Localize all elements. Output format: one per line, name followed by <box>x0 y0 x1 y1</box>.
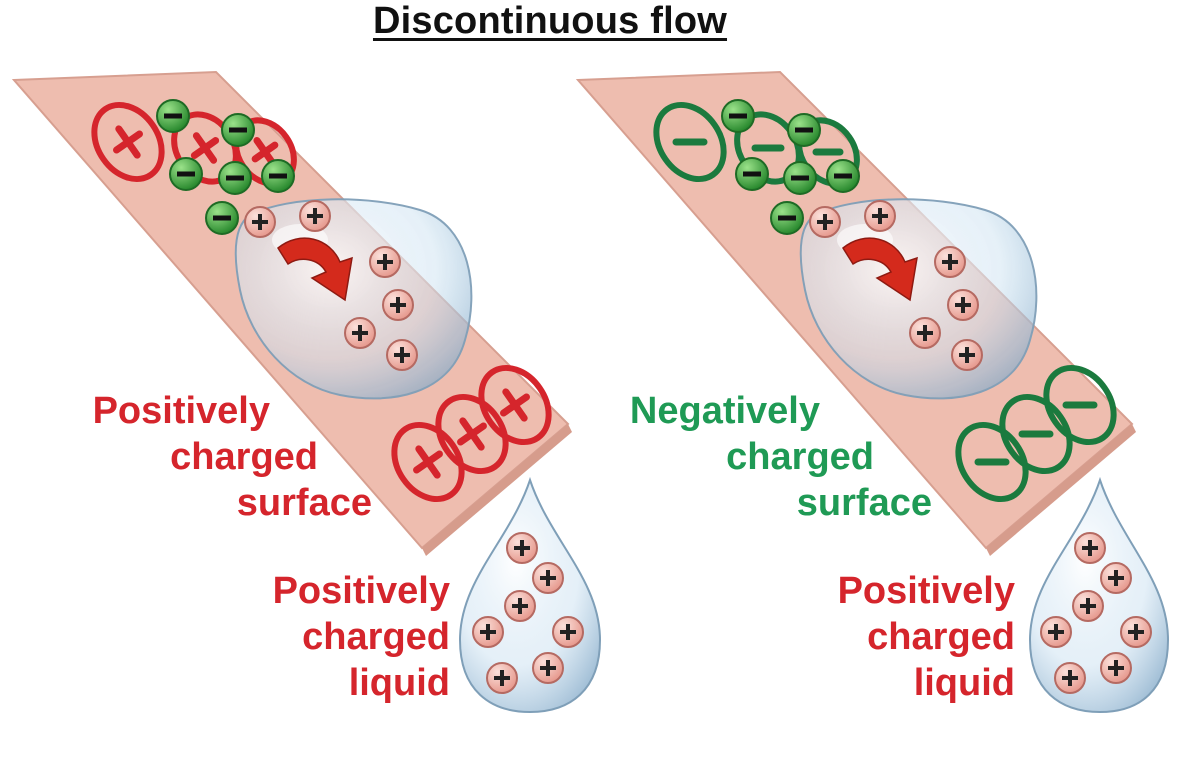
plus-charge-icon <box>506 532 538 564</box>
plus-charge-icon <box>809 206 841 238</box>
label-line: Positively <box>837 570 1015 612</box>
positive-ions-drop-right <box>809 200 983 371</box>
surface-minus-charge <box>999 393 1073 475</box>
surface-minus-charge <box>653 101 727 183</box>
minus-charge-icon <box>169 157 203 191</box>
plus-charge-icon <box>244 206 276 238</box>
label-line: liquid <box>913 662 1015 704</box>
surface-plus-charge <box>478 364 552 446</box>
surface-edge <box>986 424 1136 556</box>
positive-ions-drop-left <box>244 200 418 371</box>
label-line: Positively <box>272 570 450 612</box>
label-line: charged <box>726 436 874 478</box>
plus-charge-icon <box>532 652 564 684</box>
plus-charge-icon <box>934 246 966 278</box>
plus-charge-icon <box>344 317 376 349</box>
label-line: charged <box>867 616 1015 658</box>
plus-charge-icon <box>472 616 504 648</box>
surface-minus-charge <box>1043 364 1117 446</box>
panel-left <box>11 70 602 714</box>
surface-label-right: Negatively charged surface <box>600 388 940 526</box>
falling-droplet-icon <box>458 476 602 714</box>
surface-edge <box>422 424 572 556</box>
plus-charge-icon <box>1054 662 1086 694</box>
label-line: surface <box>236 482 372 524</box>
minus-charge-icon <box>735 157 769 191</box>
flow-arrow-icon <box>842 237 918 302</box>
minus-charge-icon <box>826 159 860 193</box>
plus-charge-icon <box>486 662 518 694</box>
label-line: Negatively <box>629 390 820 432</box>
diagram-title: Discontinuous flow <box>372 0 728 42</box>
plus-charge-icon <box>1072 590 1104 622</box>
negative-ions-right <box>721 99 860 235</box>
liquid-label-left: Positively charged liquid <box>150 568 450 706</box>
label-line: charged <box>170 436 318 478</box>
plus-charge-icon <box>552 616 584 648</box>
plus-charge-icon <box>1074 532 1106 564</box>
plus-charge-icon <box>1040 616 1072 648</box>
plus-charge-icon <box>951 339 983 371</box>
minus-charge-icon <box>205 201 239 235</box>
plus-charge-icon <box>1100 562 1132 594</box>
liquid-label-right: Positively charged liquid <box>715 568 1015 706</box>
plus-charge-icon <box>504 590 536 622</box>
plus-charge-icon <box>369 246 401 278</box>
surface-plus-charge <box>91 101 165 183</box>
label-line: Positively <box>92 390 270 432</box>
minus-charge-icon <box>221 113 255 147</box>
minus-charge-icon <box>261 159 295 193</box>
surface-label-left: Positively charged surface <box>60 388 380 526</box>
plus-charge-icon <box>947 289 979 321</box>
plus-charge-icon <box>532 562 564 594</box>
minus-charge-icon <box>156 99 190 133</box>
label-line: liquid <box>348 662 450 704</box>
surface-charges-right <box>653 101 1117 503</box>
plus-charge-icon <box>386 339 418 371</box>
panel-right <box>575 70 1170 714</box>
plus-charge-icon <box>382 289 414 321</box>
label-line: surface <box>796 482 932 524</box>
surface-minus-charge <box>955 421 1029 503</box>
plus-charge-icon <box>864 200 896 232</box>
plus-charge-icon <box>909 317 941 349</box>
falling-droplet-icon <box>1028 476 1170 714</box>
minus-charge-icon <box>218 161 252 195</box>
plus-charge-icon <box>299 200 331 232</box>
label-line: charged <box>302 616 450 658</box>
plus-charge-icon <box>1120 616 1152 648</box>
minus-charge-icon <box>783 161 817 195</box>
plus-charge-icon <box>1100 652 1132 684</box>
surface-plus-charge <box>391 421 465 503</box>
minus-charge-icon <box>787 113 821 147</box>
minus-charge-icon <box>721 99 755 133</box>
surface-plus-charge <box>435 393 509 475</box>
negative-ions-left <box>156 99 295 235</box>
minus-charge-icon <box>770 201 804 235</box>
flow-arrow-icon <box>277 237 353 302</box>
